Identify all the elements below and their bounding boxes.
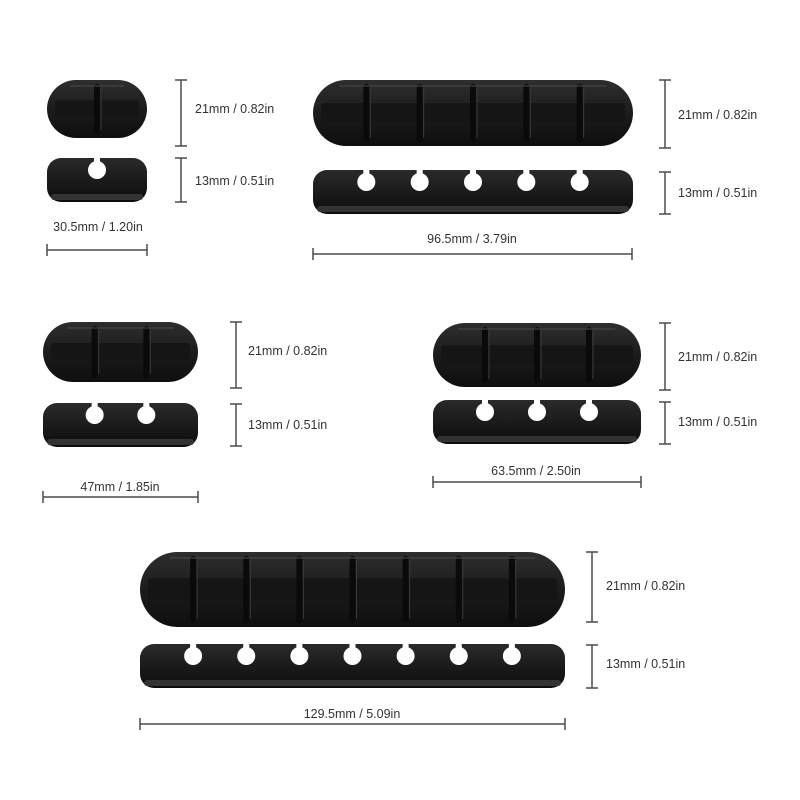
clip-2-width-label: 47mm / 1.85in [80, 480, 160, 494]
clip-3-width-dimension-line [432, 476, 642, 488]
clip-1-top-view [47, 80, 147, 138]
clip-5-width-dimension-line [312, 248, 633, 260]
clip-1-height-dimension-line [175, 79, 187, 147]
clip-5-depth-label: 13mm / 0.51in [678, 186, 758, 200]
clip-7-width-dimension-line [139, 718, 566, 730]
clip-5-width-label: 96.5mm / 3.79in [427, 232, 517, 246]
clip-2-height-label: 21mm / 0.82in [248, 344, 328, 358]
clip-1-side-view [47, 157, 147, 202]
clip-5-height-label: 21mm / 0.82in [678, 108, 758, 122]
clip-7-side-view [140, 643, 565, 688]
clip-3-height-dimension-line [659, 322, 671, 391]
clip-7-width-label: 129.5mm / 5.09in [303, 707, 401, 721]
clip-2-height-dimension-line [230, 321, 242, 389]
clip-2-top-view [43, 322, 198, 382]
clip-7-height-dimension-line [586, 551, 598, 623]
clip-1-width-label: 30.5mm / 1.20in [53, 220, 143, 234]
clip-7-depth-dimension-line [586, 644, 598, 689]
clip-3-height-label: 21mm / 0.82in [678, 350, 758, 364]
clip-5-height-dimension-line [659, 79, 671, 149]
clip-7-depth-label: 13mm / 0.51in [606, 657, 686, 671]
clip-7-top-view [140, 552, 565, 627]
clip-1-depth-label: 13mm / 0.51in [195, 174, 275, 188]
clip-5-side-view [313, 169, 633, 214]
clip-2-width-dimension-line [42, 491, 199, 503]
clip-5-depth-dimension-line [659, 171, 671, 215]
clip-3-depth-dimension-line [659, 401, 671, 445]
clip-2-side-view [43, 402, 198, 447]
clip-1-height-label: 21mm / 0.82in [195, 102, 275, 116]
clip-7-height-label: 21mm / 0.82in [606, 579, 686, 593]
clip-2-depth-dimension-line [230, 403, 242, 447]
clip-1-width-dimension-line [46, 244, 148, 256]
clip-2-depth-label: 13mm / 0.51in [248, 418, 328, 432]
clip-3-width-label: 63.5mm / 2.50in [491, 464, 581, 478]
clip-3-depth-label: 13mm / 0.51in [678, 415, 758, 429]
clip-5-top-view [313, 80, 633, 146]
clip-1-depth-dimension-line [175, 157, 187, 203]
clip-3-top-view [433, 323, 641, 387]
clip-3-side-view [433, 399, 641, 444]
